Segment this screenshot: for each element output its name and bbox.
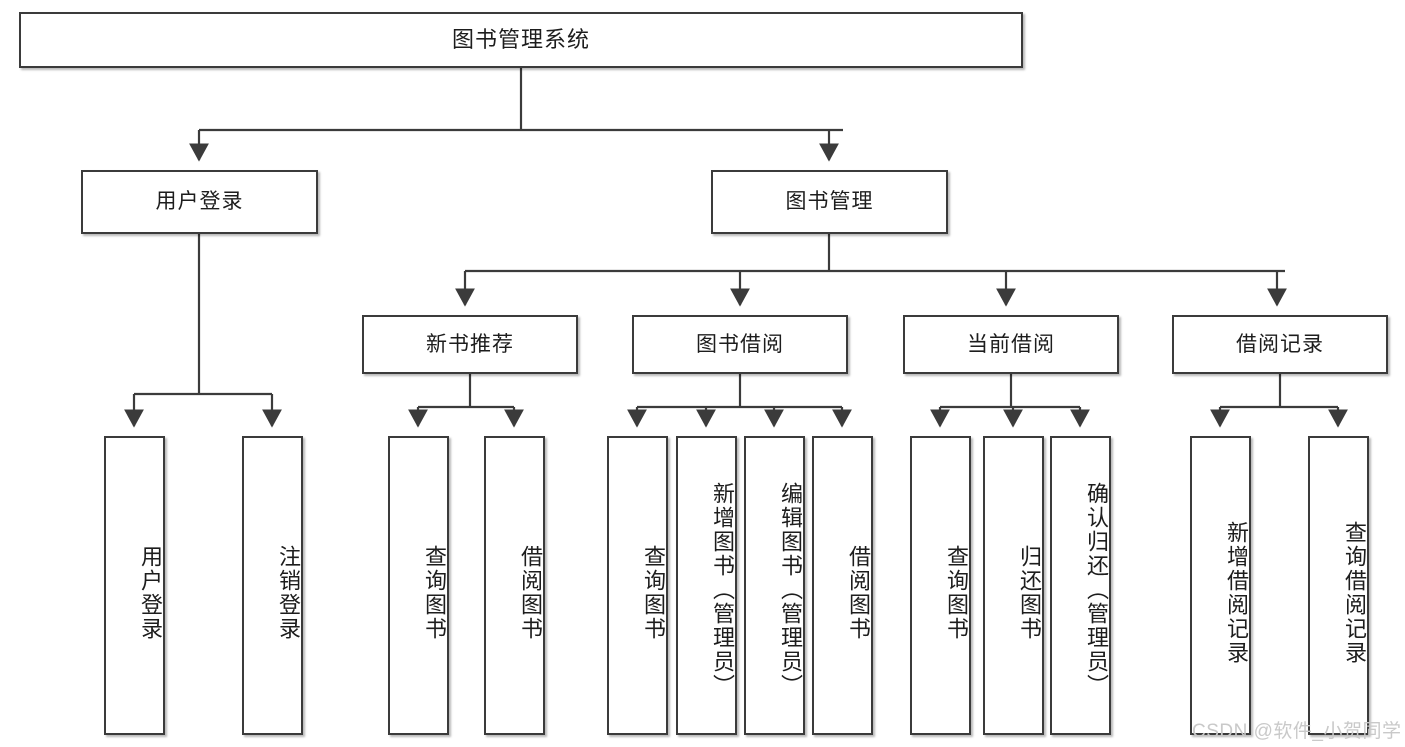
node-leaf-edit-book-admin[interactable]: 编辑图书（管理员） (744, 436, 805, 735)
node-leaf-return-book[interactable]: 归还图书 (983, 436, 1044, 735)
node-leaf-add-borrow-record[interactable]: 新增借阅记录 (1190, 436, 1251, 735)
node-leaf-query-book-recommend[interactable]: 查询图书 (388, 436, 449, 735)
node-root[interactable]: 图书管理系统 (19, 12, 1023, 68)
node-leaf-confirm-return-admin[interactable]: 确认归还（管理员） (1050, 436, 1111, 735)
node-leaf-user-login[interactable]: 用户登录 (104, 436, 165, 735)
node-leaf-add-book-admin[interactable]: 新增图书（管理员） (676, 436, 737, 735)
node-level3-book-borrow[interactable]: 图书借阅 (632, 315, 848, 374)
csdn-watermark: CSDN @软件_小贺同学 (1192, 721, 1402, 742)
node-leaf-query-borrow-record[interactable]: 查询借阅记录 (1308, 436, 1369, 735)
node-level2-book-management[interactable]: 图书管理 (711, 170, 948, 234)
node-leaf-query-book-current[interactable]: 查询图书 (910, 436, 971, 735)
node-leaf-borrow-book[interactable]: 借阅图书 (812, 436, 873, 735)
node-level3-new-book-recommend[interactable]: 新书推荐 (362, 315, 578, 374)
node-level3-borrow-record[interactable]: 借阅记录 (1172, 315, 1388, 374)
node-level2-user-login[interactable]: 用户登录 (81, 170, 318, 234)
node-leaf-logout[interactable]: 注销登录 (242, 436, 303, 735)
node-level3-current-borrow[interactable]: 当前借阅 (903, 315, 1119, 374)
node-leaf-borrow-book-recommend[interactable]: 借阅图书 (484, 436, 545, 735)
node-leaf-query-book-borrow[interactable]: 查询图书 (607, 436, 668, 735)
